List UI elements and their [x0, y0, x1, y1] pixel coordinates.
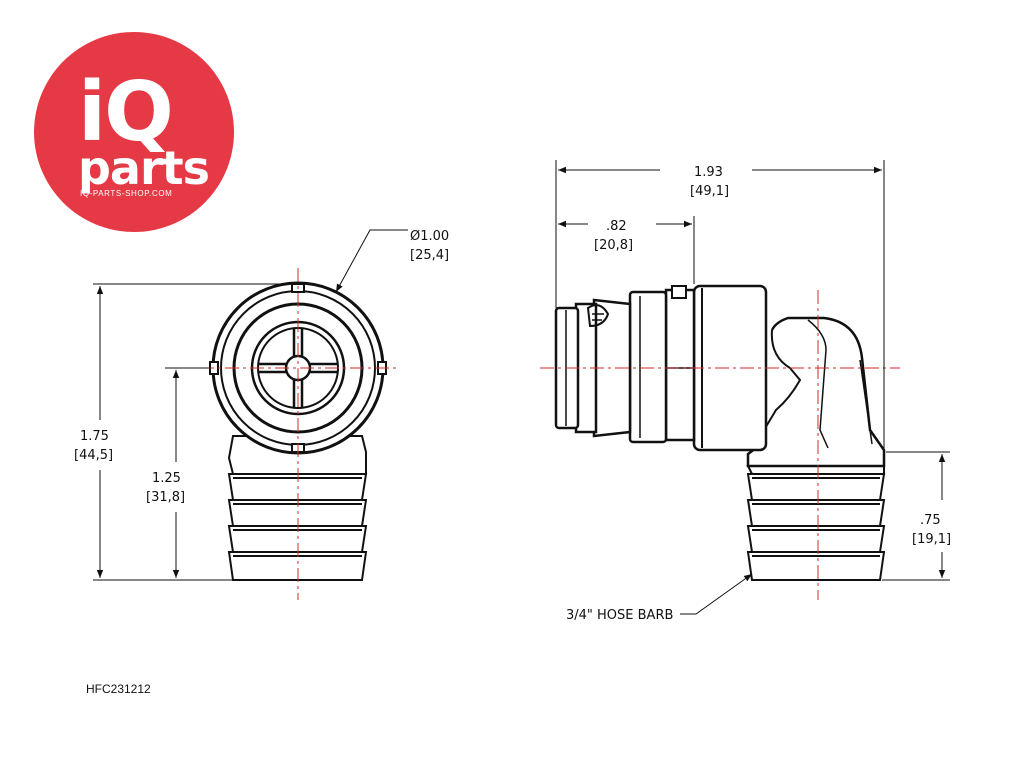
coupling-length-label: .82 [606, 219, 627, 234]
center-height-metric-label: [31,8] [146, 490, 185, 505]
hose-barb-callout: 3/4" HOSE BARB [566, 608, 673, 623]
diameter-metric-label: [25,4] [410, 248, 449, 263]
diameter-label: Ø1.00 [410, 229, 449, 244]
iq-parts-logo[interactable]: iQ parts IQ-PARTS-SHOP.COM [34, 32, 234, 232]
logo-parts-text: parts [78, 141, 210, 195]
side-dimensions [555, 160, 950, 615]
front-centerlines [200, 268, 398, 600]
overall-height-metric-label: [44,5] [74, 448, 113, 463]
side-hose-barb [746, 465, 886, 581]
overall-height-label: 1.75 [80, 429, 109, 444]
front-view [93, 229, 408, 600]
barb-length-metric-label: [19,1] [912, 532, 951, 547]
barb-length-label: .75 [920, 513, 941, 528]
overall-length-label: 1.93 [694, 165, 723, 180]
logo-iq-text: iQ [78, 65, 174, 160]
side-elbow-body [746, 298, 886, 468]
side-coupling-body [554, 284, 768, 452]
logo-website-text: IQ-PARTS-SHOP.COM [80, 189, 173, 198]
overall-length-metric-label: [49,1] [690, 184, 729, 199]
part-number: HFC231212 [86, 682, 151, 696]
front-dimensions [93, 229, 408, 581]
center-height-label: 1.25 [152, 471, 181, 486]
side-view [540, 160, 950, 615]
side-centerlines [540, 290, 900, 600]
front-hose-barb [227, 435, 368, 581]
coupling-length-metric-label: [20,8] [594, 238, 633, 253]
